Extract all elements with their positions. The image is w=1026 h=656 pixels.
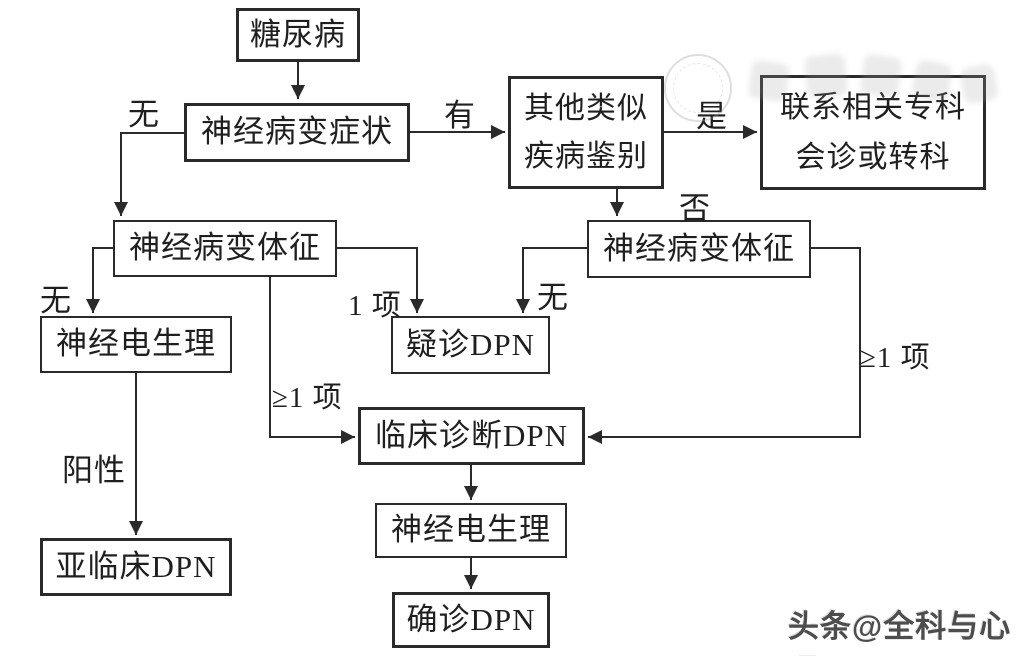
node-neuropathy-symptoms: 神经病变症状: [184, 103, 410, 162]
edge-label-has-symptoms: 有: [444, 98, 476, 133]
node-clinical-dpn-label: 临床诊断DPN: [374, 417, 568, 453]
node-electrophysiology-left: 神经电生理: [40, 316, 232, 373]
edge-symptoms-to-signs-left: [114, 132, 184, 216]
node-neuropathy-signs-left: 神经病变体征: [113, 220, 337, 277]
edge-signs-right-to-suspected: [516, 247, 587, 313]
edge-label-yes-other-disease: 是: [696, 99, 728, 134]
node-confirmed-dpn: 确诊DPN: [392, 592, 550, 648]
edge-label-no-signs-left: 无: [40, 283, 72, 318]
node-diabetes-label: 糖尿病: [250, 16, 346, 52]
edge-label-one-item: 1 项: [348, 290, 402, 322]
node-other-similar-disease-line2: 疾病鉴别: [524, 139, 648, 173]
node-clinical-dpn: 临床诊断DPN: [358, 407, 585, 465]
node-subclinical-dpn: 亚临床DPN: [40, 538, 232, 596]
edge-label-positive: 阳性: [62, 453, 126, 488]
node-contact-specialist: 联系相关专科 会诊或转科: [760, 75, 986, 190]
node-neuropathy-signs-right: 神经病变体征: [587, 220, 811, 278]
node-other-similar-disease: 其他类似 疾病鉴别: [508, 76, 664, 189]
node-subclinical-dpn-label: 亚临床DPN: [55, 548, 217, 584]
node-neuropathy-symptoms-label: 神经病变症状: [201, 114, 393, 150]
node-electrophysiology-mid: 神经电生理: [375, 503, 567, 558]
node-neuropathy-signs-right-label: 神经病变体征: [603, 230, 795, 266]
edge-label-no-signs-right: 无: [537, 280, 569, 315]
edge-label-ge-one-item-right: ≥1 项: [860, 342, 931, 374]
edge-label-no-symptoms: 无: [128, 97, 160, 132]
node-contact-specialist-line2: 会诊或转科: [795, 140, 951, 174]
node-neuropathy-signs-left-label: 神经病变体征: [129, 230, 321, 266]
edge-signs-left-to-clinical: [269, 277, 355, 444]
node-suspected-dpn-label: 疑诊DPN: [405, 326, 535, 362]
edge-label-ge-one-item-mid: ≥1 项: [272, 382, 343, 414]
node-diabetes: 糖尿病: [236, 8, 360, 62]
node-electrophysiology-mid-label: 神经电生理: [391, 512, 551, 548]
edge-signs-left-to-suspected: [337, 247, 424, 313]
node-suspected-dpn: 疑诊DPN: [391, 316, 550, 374]
edge-label-no-other-disease: 否: [679, 191, 711, 226]
footer-watermark: 头条@全科与心理: [788, 609, 1012, 656]
edge-signs-right-to-clinical: [588, 247, 861, 444]
node-confirmed-dpn-label: 确诊DPN: [406, 601, 536, 637]
node-electrophysiology-left-label: 神经电生理: [56, 326, 216, 362]
edge-signs-left-to-electrophysiology: [86, 247, 113, 313]
node-contact-specialist-line1: 联系相关专科: [780, 91, 966, 124]
node-other-similar-disease-line1: 其他类似: [524, 91, 648, 125]
